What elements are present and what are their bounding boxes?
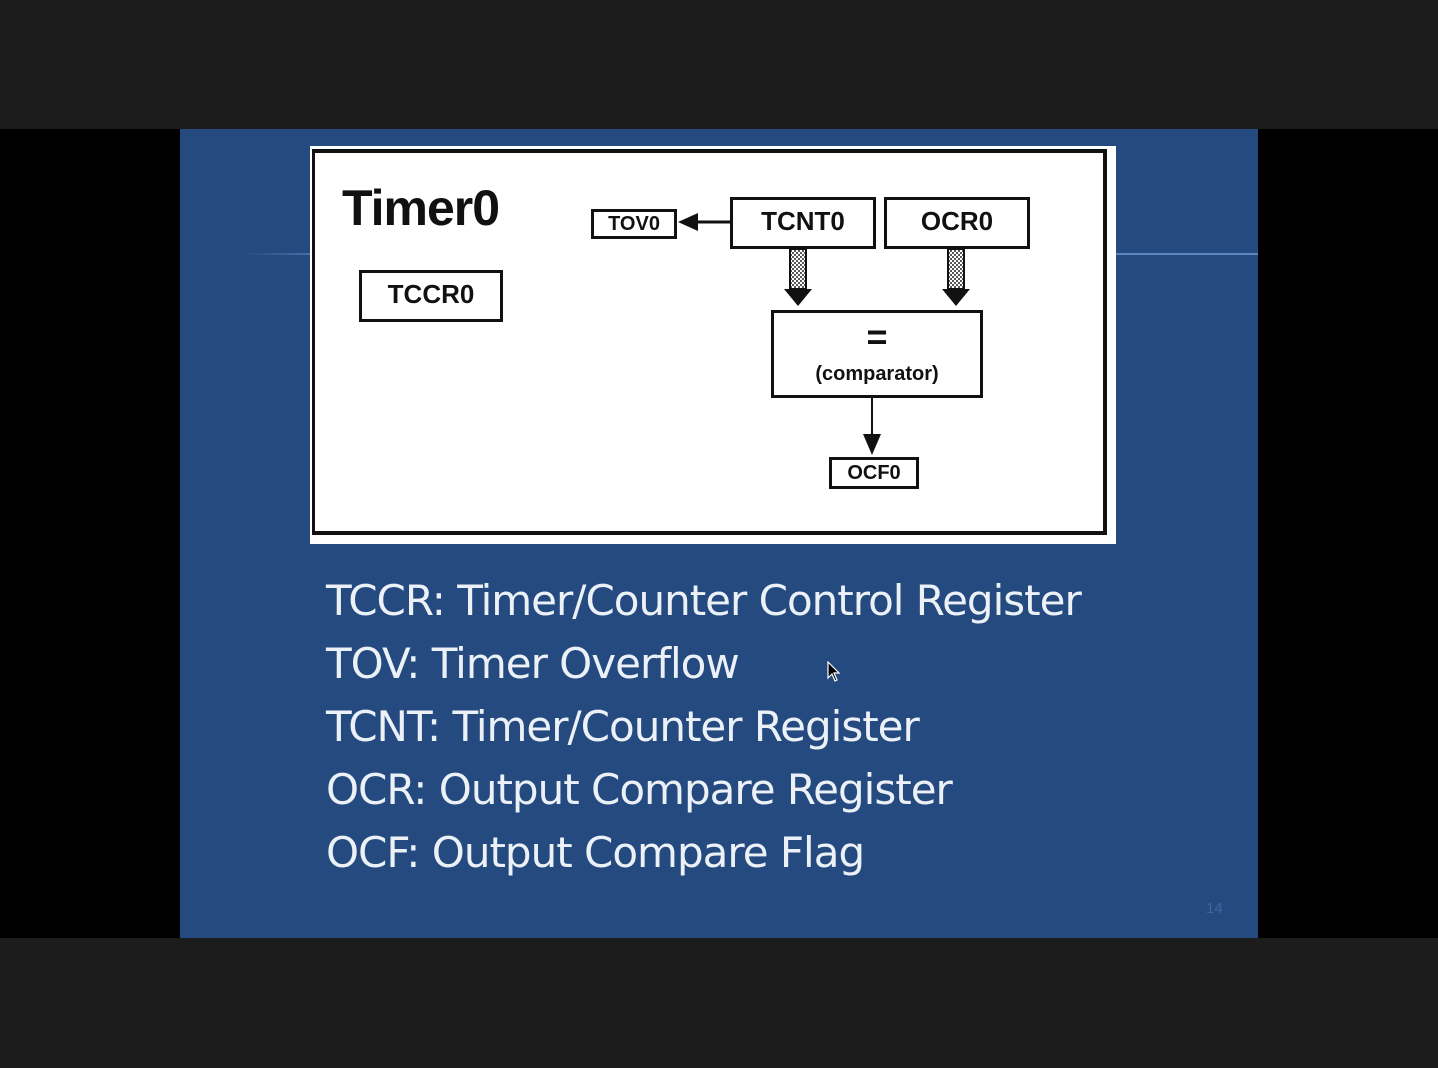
legend-item-tov: TOV: Timer Overflow: [326, 639, 740, 688]
ocr0-to-comparator-arrow: [942, 248, 970, 306]
slide[interactable]: Timer0 TCCR0 TOV0 TCNT0 OCR0 = (comparat…: [180, 129, 1258, 938]
slide-stage: Timer0 TCCR0 TOV0 TCNT0 OCR0 = (comparat…: [0, 129, 1438, 938]
tov0-flag-box: TOV0: [591, 209, 677, 239]
ocf0-flag-box: OCF0: [829, 457, 919, 489]
slide-number: 14: [1206, 900, 1223, 917]
legend-item-tcnt: TCNT: Timer/Counter Register: [326, 702, 920, 751]
diagram-frame: [312, 149, 1107, 535]
tcnt0-to-tov0-arrowhead: [678, 213, 698, 231]
tccr0-register-box: TCCR0: [359, 270, 503, 322]
legend-item-ocf: OCF: Output Compare Flag: [326, 828, 865, 877]
viewer-top-bar: [0, 0, 1438, 129]
legend-item-ocr: OCR: Output Compare Register: [326, 765, 953, 814]
mouse-pointer-icon: [827, 661, 841, 682]
slide-divider-right: [1115, 253, 1258, 255]
diagram-title: Timer0: [342, 180, 500, 236]
viewer-bottom-bar: [0, 938, 1438, 1068]
ocr0-register-box: OCR0: [884, 197, 1030, 249]
comparator-equals-symbol: =: [866, 316, 888, 357]
tcnt0-to-comparator-arrow: [784, 248, 812, 306]
diagram-connectors: [678, 213, 970, 455]
comparator-to-ocf0-arrowhead: [863, 434, 881, 455]
comparator-box: = (comparator): [771, 310, 983, 398]
comparator-label: (comparator): [815, 363, 939, 385]
tcnt0-register-box: TCNT0: [730, 197, 876, 249]
abbreviation-list: TCCR: Timer/Counter Control Register TOV…: [326, 569, 1226, 884]
slide-divider-left: [240, 253, 320, 255]
timer0-block-diagram: Timer0 TCCR0 TOV0 TCNT0 OCR0 = (comparat…: [310, 146, 1116, 544]
legend-item-tccr: TCCR: Timer/Counter Control Register: [326, 576, 1082, 625]
